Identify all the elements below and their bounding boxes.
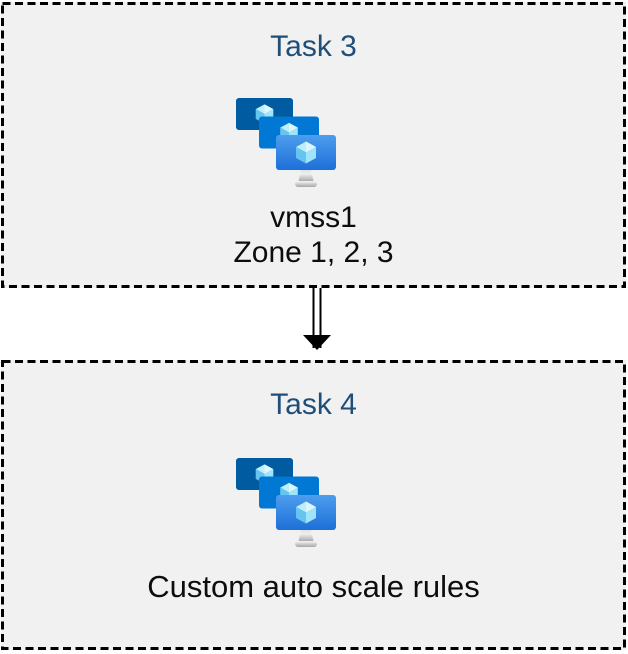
task4-box: Task 4 Custom auto scale rules [1,360,626,650]
vm-scale-sets-icon [236,458,337,548]
down-arrow-connector [303,288,331,361]
vm-scale-sets-icon [236,98,337,188]
task3-title: Task 3 [270,30,357,63]
task4-title: Task 4 [270,388,357,421]
vmss-name-label: vmss1 [270,201,357,234]
vmss-zones-label: Zone 1, 2, 3 [233,236,394,269]
arrowhead-icon [303,335,331,350]
double-line [312,288,322,348]
autoscale-rules-label: Custom auto scale rules [147,569,480,604]
task3-box: Task 3 vmss1 Zone 1, 2, 3 [1,2,626,288]
